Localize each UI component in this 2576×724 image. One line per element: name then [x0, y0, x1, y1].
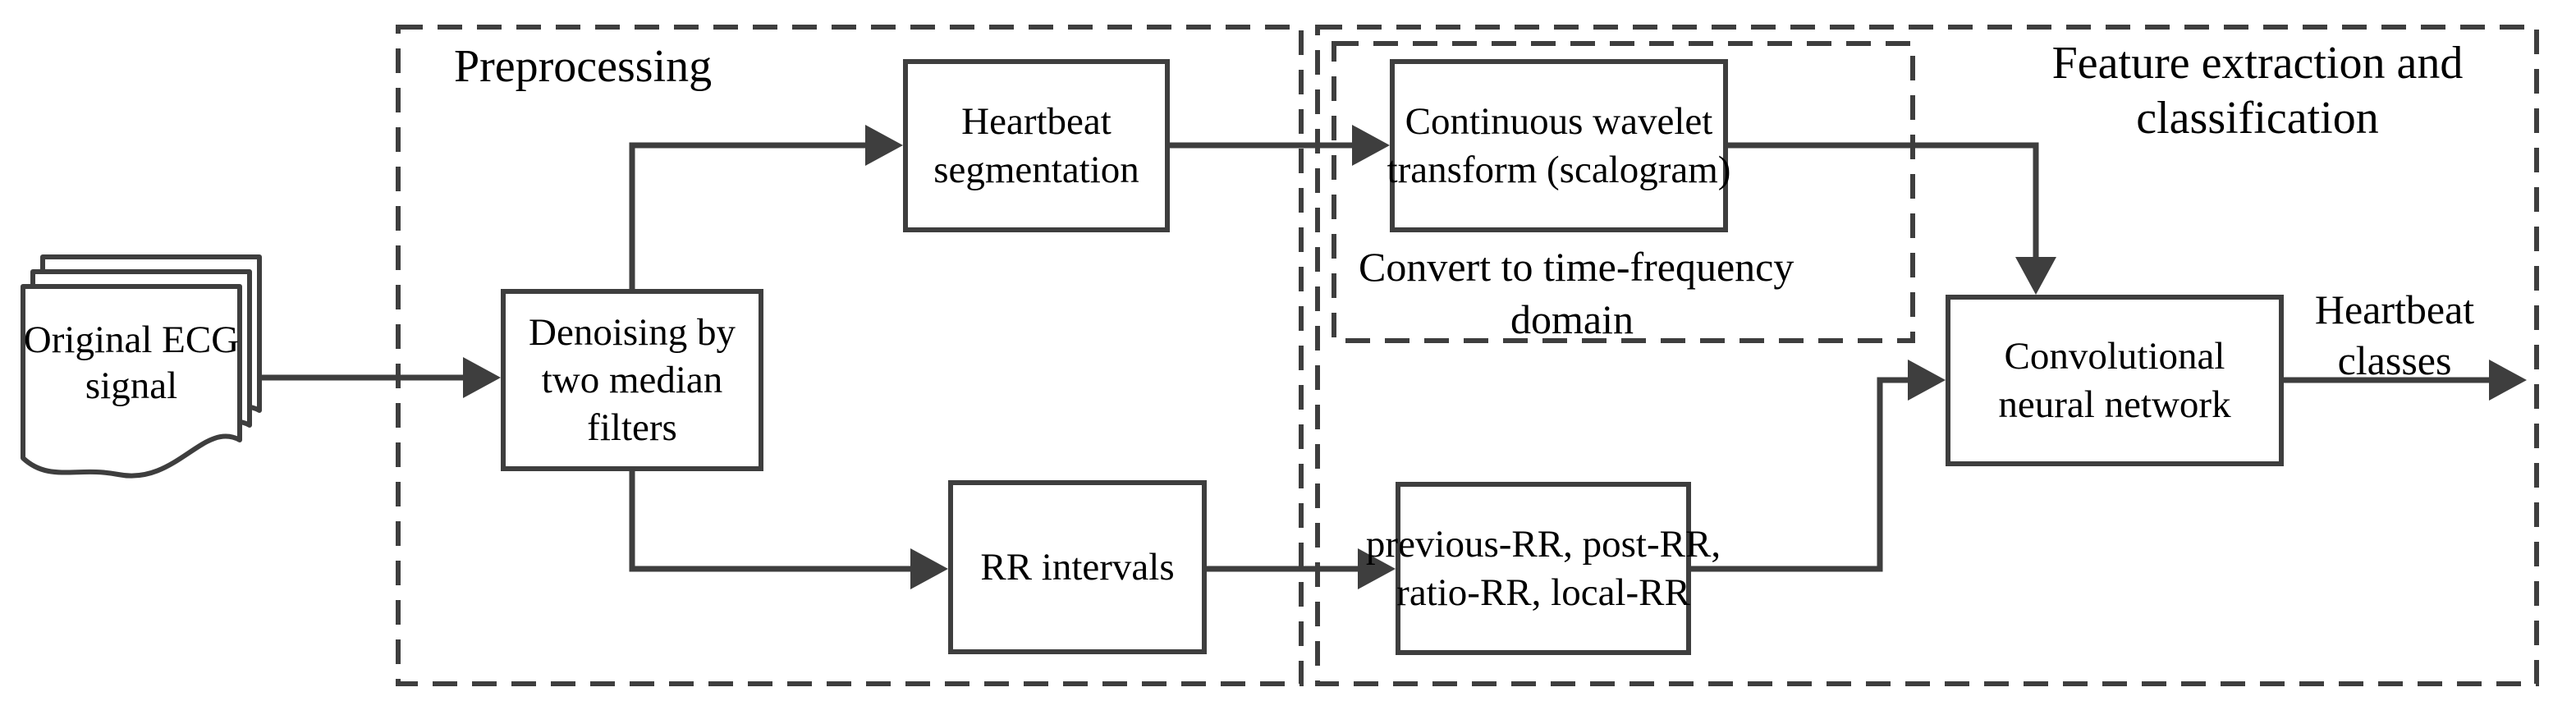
arrowhead-input-to-denoising: [463, 357, 501, 398]
connectors: [259, 125, 2527, 589]
rr-features-line1: previous-RR, post-RR,: [1365, 523, 1721, 566]
feature-extraction-label-line1: Feature extraction and: [2051, 38, 2464, 89]
cnn-line2: neural network: [1998, 383, 2231, 426]
time-frequency-label-line1: Convert to time-frequency: [1359, 244, 1794, 290]
arrow-denoising-to-segmentation: [629, 142, 867, 289]
original-ecg-line2: signal: [85, 364, 178, 408]
feature-extraction-group-frame: [1315, 25, 2539, 686]
time-frequency-group-label: Convert to time-frequency domain: [1359, 241, 1794, 346]
time-frequency-group-frame: [1332, 41, 1915, 343]
arrow-denoising-to-rr: [629, 471, 912, 572]
time-frequency-label-line2: domain: [1510, 296, 1634, 342]
preprocessing-group-frame: [396, 25, 1304, 686]
arrowhead-denoising-to-rr: [910, 548, 948, 589]
node-cnn: Convolutional neural network: [1946, 295, 2284, 466]
arrowhead-denoising-to-segmentation: [865, 125, 903, 166]
arrowhead-rr-to-features: [1358, 548, 1396, 589]
feature-extraction-label-line2: classification: [2136, 93, 2379, 144]
heartbeat-segmentation-line2: segmentation: [933, 148, 1139, 191]
heartbeat-segmentation-line1: Heartbeat: [961, 100, 1112, 144]
preprocessing-group-label: Preprocessing: [454, 39, 712, 94]
node-cwt: Continuous wavelet transform (scalogram): [1387, 59, 1731, 232]
cnn-line1: Convolutional: [2004, 335, 2225, 378]
denoising-line3: filters: [587, 406, 677, 450]
node-rr-intervals: RR intervals: [948, 480, 1207, 654]
document-stack-icon: [21, 254, 262, 479]
cwt-line2: transform (scalogram): [1387, 148, 1731, 191]
arrow-cwt-to-cnn: [1728, 142, 2039, 259]
node-rr-features: previous-RR, post-RR, ratio-RR, local-RR: [1366, 482, 1721, 655]
denoising-line2: two median: [541, 358, 723, 401]
rr-features-line2: ratio-RR, local-RR: [1396, 570, 1690, 614]
heartbeat-classes-line2: classes: [2337, 337, 2452, 383]
rr-intervals-line1: RR intervals: [980, 545, 1175, 589]
arrowhead-cnn-to-output: [2489, 360, 2527, 401]
original-ecg-line1: Original ECG: [23, 318, 240, 361]
preprocessing-group-label-text: Preprocessing: [454, 41, 713, 92]
arrow-features-to-cnn: [1691, 377, 1911, 572]
node-original-ecg-label: Original ECG signal: [23, 317, 240, 410]
output-heartbeat-classes-label: Heartbeat classes: [2267, 284, 2522, 386]
node-heartbeat-segmentation: Heartbeat segmentation: [903, 59, 1170, 232]
document-page-front: [21, 284, 242, 479]
heartbeat-classes-line1: Heartbeat: [2314, 286, 2475, 332]
cwt-line1: Continuous wavelet: [1405, 100, 1713, 144]
node-denoising: Denoising by two median filters: [501, 289, 763, 471]
arrowhead-cwt-to-cnn: [2015, 257, 2056, 295]
feature-extraction-group-label: Feature extraction and classification: [2003, 36, 2512, 146]
arrowhead-segmentation-to-cwt: [1352, 125, 1390, 166]
denoising-line1: Denoising by: [529, 310, 736, 354]
arrowhead-features-to-cnn: [1908, 360, 1946, 401]
